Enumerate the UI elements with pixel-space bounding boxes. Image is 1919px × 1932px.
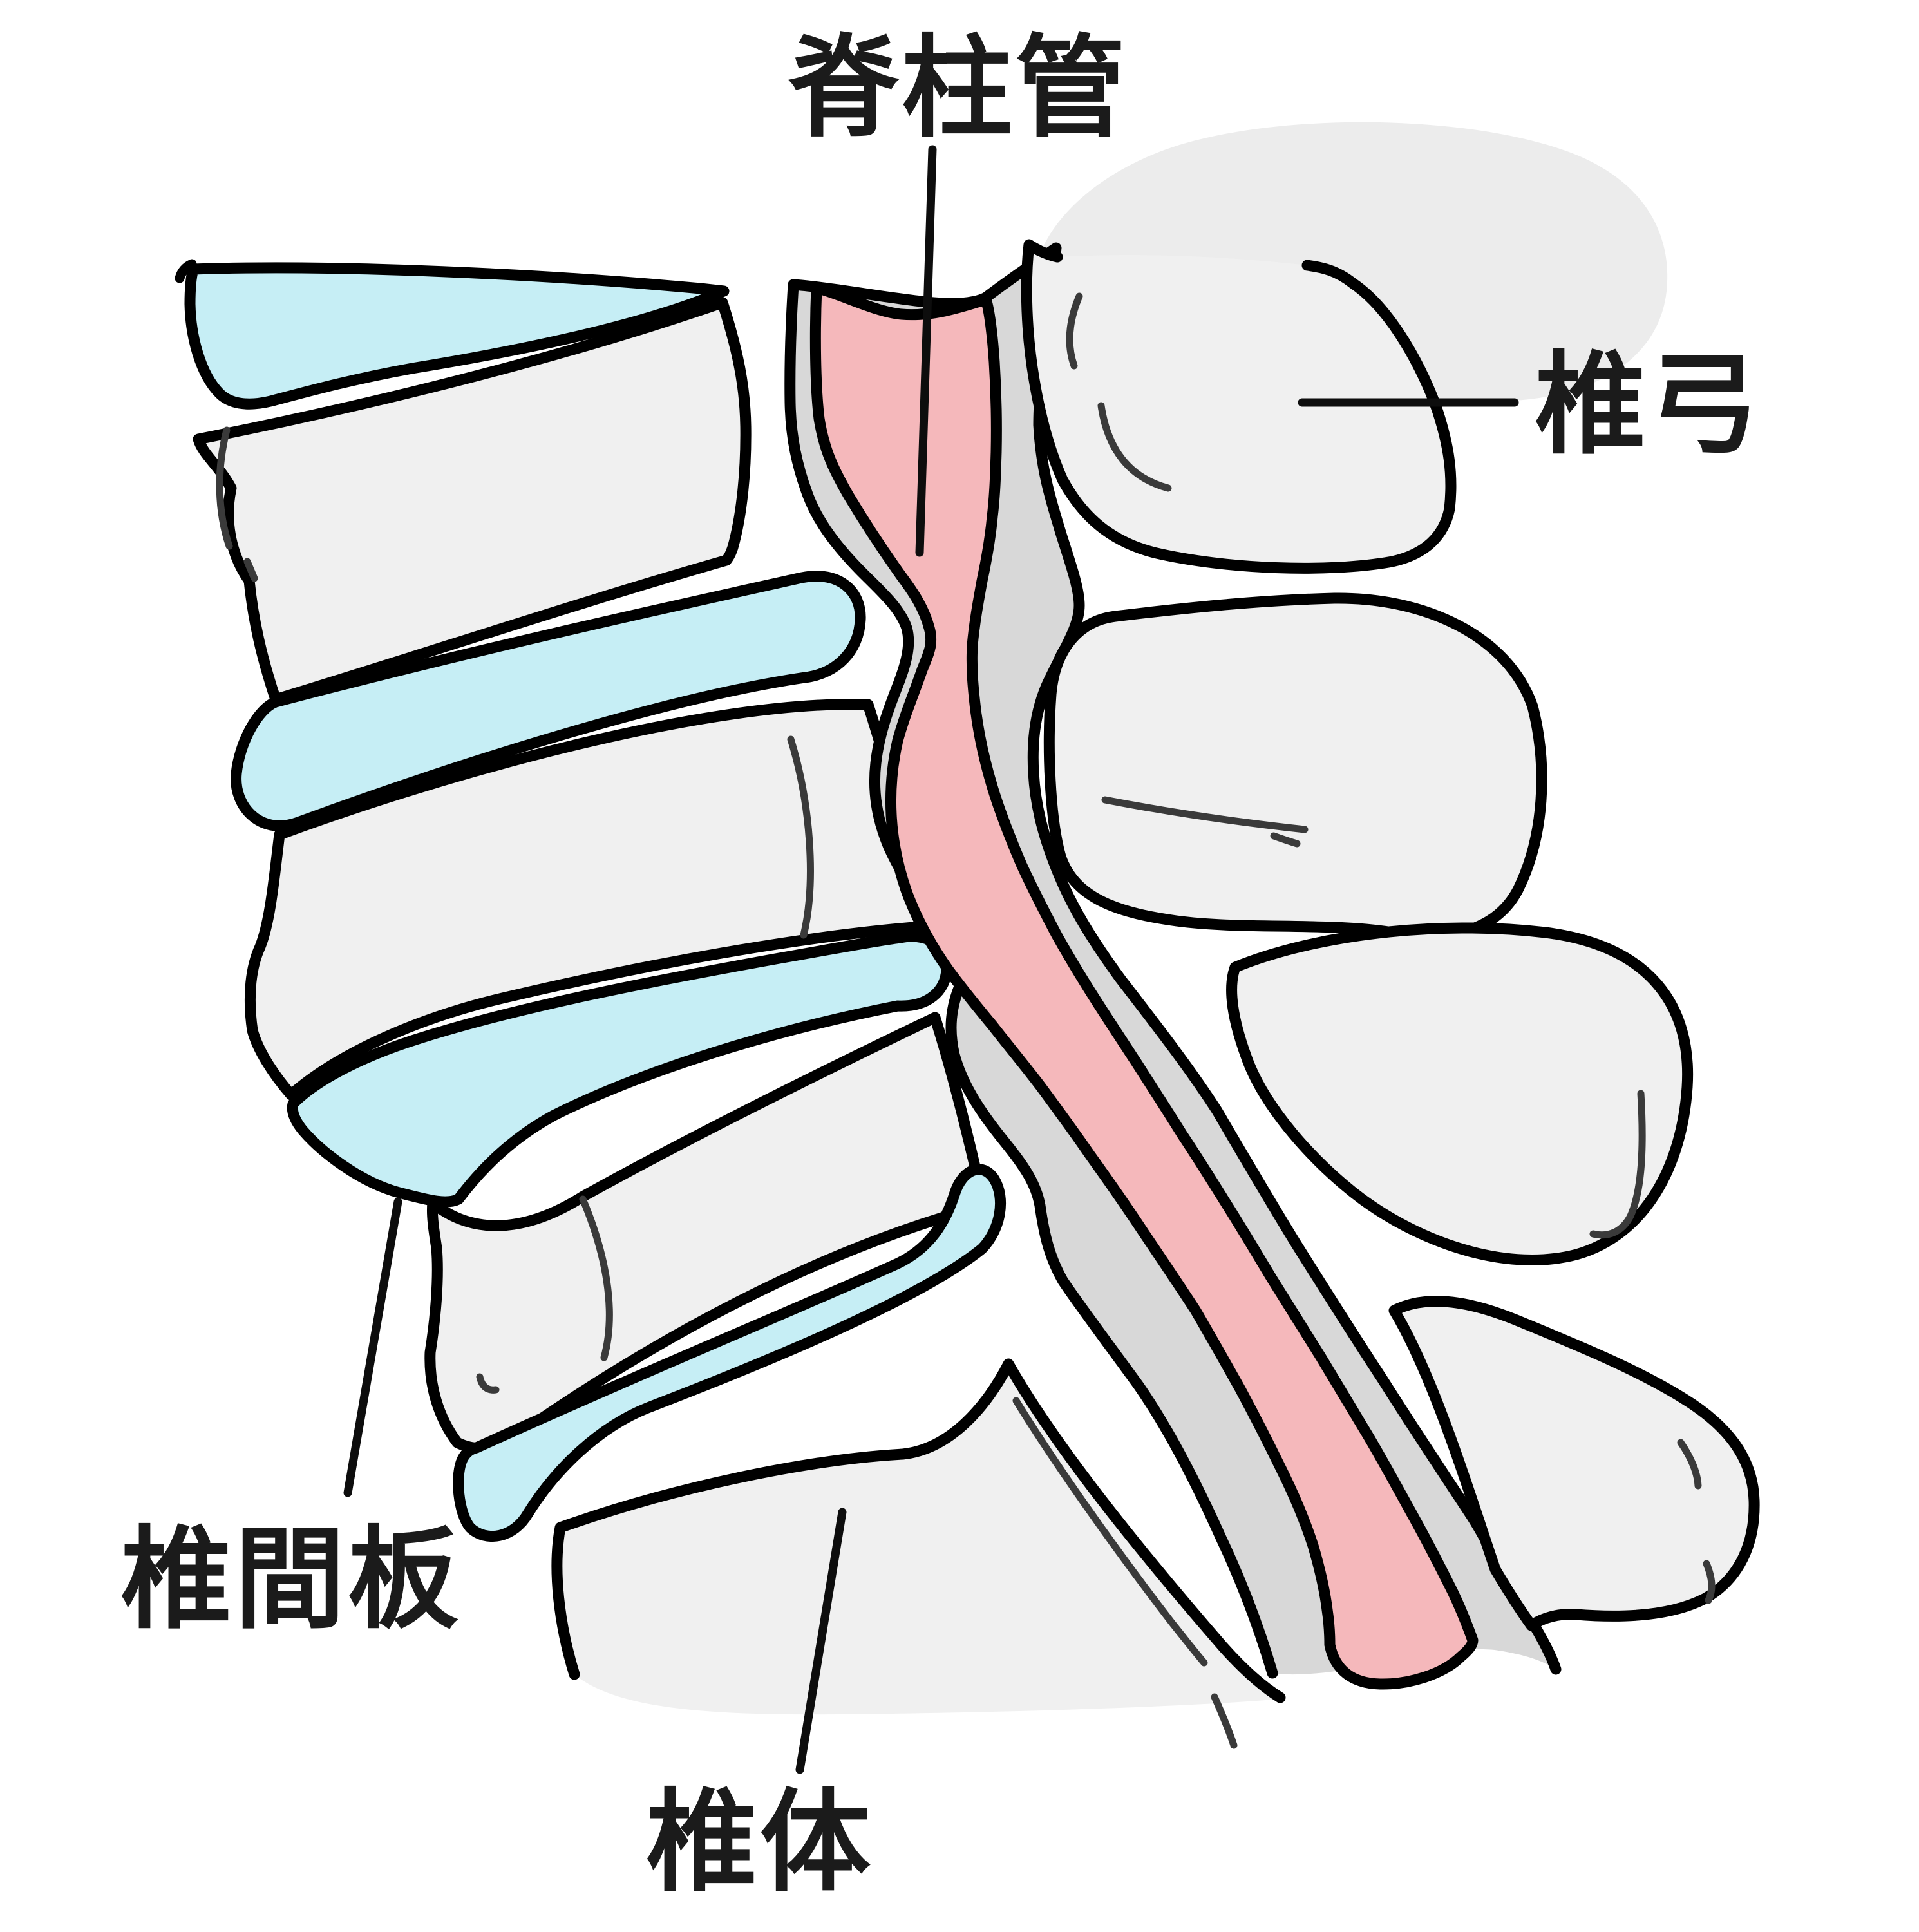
leader-vertebral-body: [795, 1508, 847, 1774]
label-spinal-canal: 脊柱管: [788, 23, 1128, 153]
arch-2-detail-tick: [1270, 832, 1301, 848]
arch-2: [1043, 592, 1547, 942]
arch-4-detail-a: [1677, 1439, 1702, 1490]
label-vertebral-body: 椎体: [647, 1777, 873, 1907]
label-vertebral-arch: 椎弓: [1535, 340, 1762, 469]
membrane-right-edge: [788, 242, 1562, 1675]
disc-1-tick: [175, 259, 197, 283]
disc-4: [453, 1164, 1007, 1542]
arch-3-detail: [1589, 1090, 1646, 1239]
bone-detail-strokes: [216, 292, 1716, 1749]
vertebra-2: [244, 699, 936, 1101]
arch-1: [1021, 239, 1457, 574]
arch-1-edge: [1021, 239, 1457, 574]
leader-intervertebral-disc: [343, 1197, 402, 1497]
vertebra-3-detail: [579, 1195, 613, 1361]
vertebra-1: [193, 297, 752, 705]
vertebra-4-detail-tick: [1211, 1693, 1238, 1749]
vertebra-1-detail: [216, 426, 233, 550]
vertebra-3: [424, 1012, 990, 1454]
arch-2-detail: [1101, 796, 1309, 833]
arch-1-detail-b: [1097, 402, 1172, 492]
leader-lines: [343, 145, 1519, 1774]
vertebra-4: [551, 1358, 1286, 1715]
arch-3: [1226, 922, 1694, 1265]
leader-spinal-canal: [915, 145, 937, 557]
arch-soft-mass: [1038, 122, 1668, 402]
vertebra-1-detail-tick: [243, 558, 258, 582]
arch-4: [1388, 1296, 1760, 1631]
vertebra-2-detail: [787, 735, 814, 939]
disc-1: [175, 259, 730, 410]
labels: 脊柱管 椎弓 椎間板 椎体: [121, 23, 1762, 1907]
arch-1-detail-a: [1066, 292, 1083, 370]
disc-3: [287, 931, 952, 1208]
spinal-canal-ribbon: [809, 282, 1479, 1690]
vertebra-4-detail: [1012, 1397, 1208, 1667]
disc-2: [231, 571, 866, 831]
vertebra-4-edge: [551, 1358, 1286, 1703]
arch-4-detail-b: [1703, 1560, 1716, 1604]
label-intervertebral-disc: 椎間板: [121, 1515, 461, 1644]
vertebra-3-detail-hook: [476, 1373, 500, 1394]
